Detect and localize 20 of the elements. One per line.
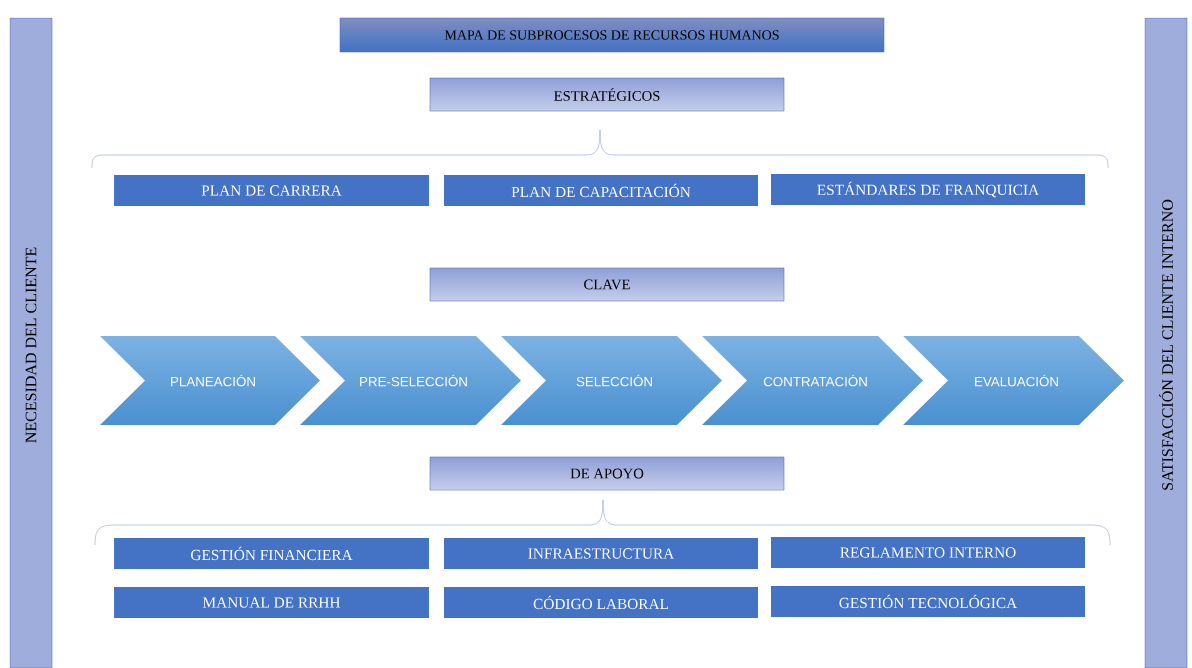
process-box: INFRAESTRUCTURA xyxy=(444,538,758,569)
chevron-step: CONTRATACIÓN xyxy=(763,374,867,387)
chevron-step: EVALUACIÓN xyxy=(975,374,1058,387)
process-box: PLAN DE CARRERA xyxy=(114,175,429,206)
process-box: REGLAMENTO INTERNO xyxy=(771,537,1085,568)
process-box: PLAN DE CAPACITACIÓN xyxy=(444,175,758,206)
chevron-step: PLANEACIÓN xyxy=(171,374,255,387)
process-box: MANUAL DE RRHH xyxy=(114,587,429,618)
process-box: GESTIÓN FINANCIERA xyxy=(114,538,429,569)
side-band: SATISFACCIÓN DEL CLIENTE INTERNO xyxy=(1144,17,1188,668)
title-box: MAPA DE SUBPROCESOS DE RECURSOS HUMANOS xyxy=(339,17,885,53)
process-box: CÓDIGO LABORAL xyxy=(444,587,758,618)
category-box: CLAVE xyxy=(429,267,785,302)
category-box: ESTRATÉGICOS xyxy=(429,77,785,112)
category-box: DE APOYO xyxy=(429,456,785,491)
chevron-step: SELECCIÓN xyxy=(576,374,652,387)
side-band: NECESIDAD DEL CLIENTE xyxy=(9,17,53,668)
process-box: GESTIÓN TECNOLÓGICA xyxy=(771,586,1085,617)
process-box: ESTÁNDARES DE FRANQUICIA xyxy=(771,174,1085,205)
chevron-step: PRE-SELECCIÓN xyxy=(360,374,467,387)
